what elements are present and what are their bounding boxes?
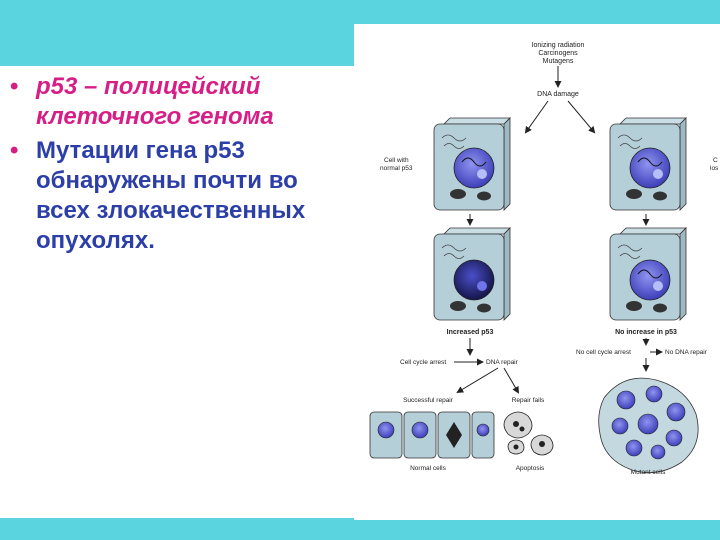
- cell-loss-label: los: [710, 165, 719, 172]
- apoptosis-cells: [503, 411, 554, 456]
- arrow: [567, 100, 596, 134]
- left-white-panel: [0, 66, 358, 518]
- no-cell-cycle-arrest-label: No cell cycle arrest: [576, 349, 631, 356]
- bullet-item: • р53 – полицейский клеточного генома: [6, 72, 358, 132]
- repair-fails-label: Repair fails: [512, 397, 545, 404]
- mutant-cells-label: Mutant cells: [631, 469, 666, 476]
- cell-no-increase-p53: [609, 227, 687, 321]
- bullet-list: • р53 – полицейский клеточного генома • …: [6, 72, 358, 260]
- cause-label: Mutagens: [543, 58, 574, 65]
- arrow: [456, 367, 499, 394]
- cell-normal-label: Cell with: [384, 157, 409, 164]
- bullet-text: р53 – полицейский клеточного генома: [36, 73, 274, 130]
- cell-increased-p53: [433, 227, 511, 321]
- cause-label: Ionizing radiation: [532, 42, 585, 49]
- cell-cycle-arrest-label: Cell cycle arrest: [400, 359, 446, 366]
- normal-cells: [369, 411, 495, 459]
- dna-damage-label: DNA damage: [537, 91, 579, 98]
- bullet-dot-icon: •: [10, 137, 19, 164]
- cell-normal: [433, 117, 511, 211]
- bullet-item: • Мутации гена р53 обнаружены почти во в…: [6, 136, 358, 256]
- bullet-text: Мутации гена р53 обнаружены почти во все…: [36, 137, 306, 254]
- cell-mutant-p53: [609, 117, 687, 211]
- no-increase-p53-label: No increase in p53: [615, 329, 677, 336]
- arrow: [503, 367, 520, 394]
- apoptosis-label: Apoptosis: [516, 465, 545, 472]
- mutant-cells: [598, 377, 699, 474]
- p53-pathway-diagram: Ionizing radiation Carcinogens Mutagens …: [369, 42, 719, 476]
- arrow: [524, 100, 549, 134]
- cell-loss-label: C: [713, 157, 718, 164]
- bullet-dot-icon: •: [10, 73, 19, 100]
- increased-p53-label: Increased p53: [447, 329, 494, 336]
- no-dna-repair-label: No DNA repair: [665, 349, 708, 356]
- dna-repair-label: DNA repair: [486, 359, 519, 366]
- cell-normal-label: normal p53: [380, 165, 413, 172]
- successful-repair-label: Successful repair: [403, 397, 454, 404]
- cause-label: Carcinogens: [538, 50, 578, 57]
- normal-cells-label: Normal cells: [410, 465, 447, 472]
